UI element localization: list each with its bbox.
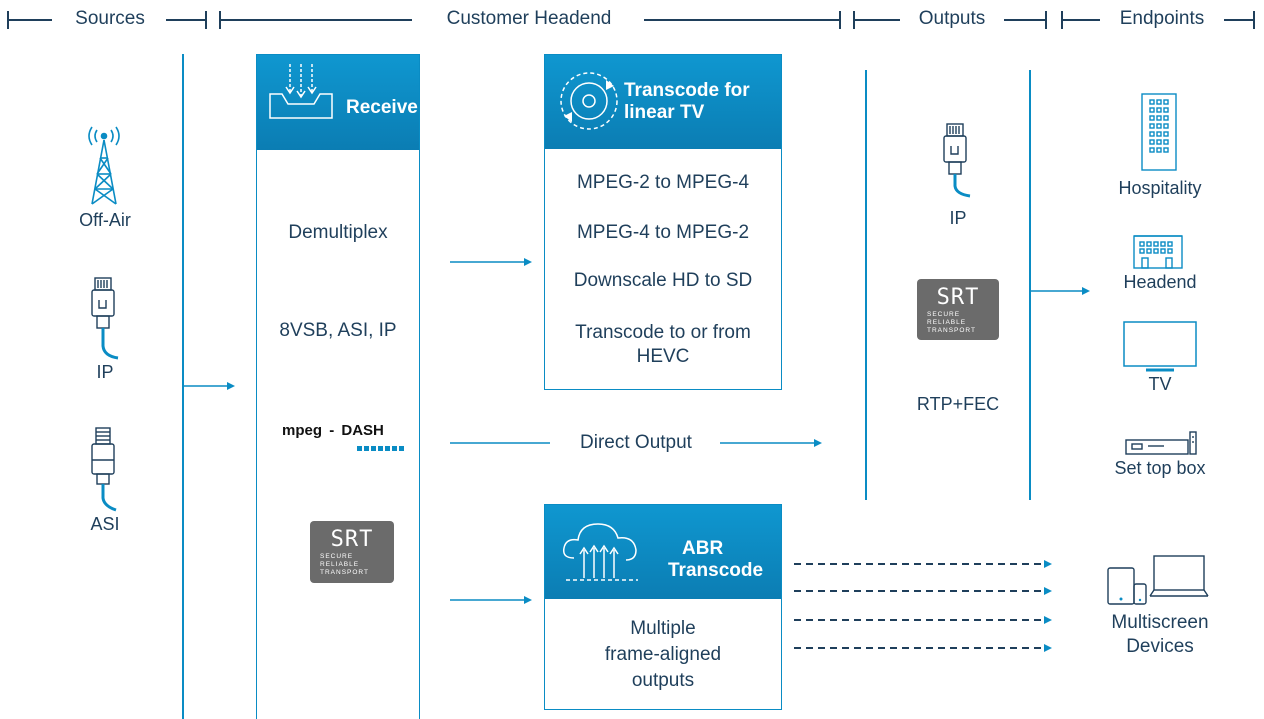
receive-box <box>256 54 420 719</box>
mpeg-dash-dash: DASH <box>341 422 384 439</box>
transcode-item-hevc-line1: Transcode to or from <box>575 322 751 343</box>
srt-logo-output-line2: RELIABLE <box>927 319 967 326</box>
header-outputs: Outputs <box>918 8 986 29</box>
cloud-upload-icon <box>562 523 638 581</box>
direct-output-label: Direct Output <box>580 432 692 453</box>
source-asi-label: ASI <box>90 514 120 534</box>
srt-logo-output: SRT SECURE RELIABLE TRANSPORT <box>917 279 999 340</box>
tv-icon <box>1123 321 1197 372</box>
transcode-item-mpeg4-to-mpeg2: MPEG-4 to MPEG-2 <box>576 222 750 243</box>
srt-logo-output-line3: TRANSPORT <box>927 327 976 334</box>
output-rtp-fec-label: RTP+FEC <box>916 394 1000 414</box>
srt-logo-output-line1: SECURE <box>927 311 961 318</box>
antenna-tower-icon <box>88 126 120 205</box>
endpoint-hospitality-label: Hospitality <box>1118 178 1202 198</box>
abr-title-2: Transcode <box>668 560 764 581</box>
multiscreen-devices-icon <box>1107 555 1209 605</box>
mpeg-dash-dots <box>357 446 404 451</box>
source-ip-label: IP <box>96 362 114 382</box>
mpeg-dash-mpeg: mpeg <box>282 422 323 439</box>
abr-item-2: frame-aligned <box>604 644 722 665</box>
transcode-linear-header <box>545 55 781 149</box>
abr-item-1: Multiple <box>630 618 696 639</box>
header-sources: Sources <box>75 8 145 29</box>
headend-building-icon <box>1133 235 1183 269</box>
sources-to-receive-arrow <box>183 382 235 390</box>
sources-bus-line <box>182 54 184 719</box>
transcode-cycle-icon <box>560 72 618 130</box>
transcode-item-hevc-line2: HEVC <box>636 346 690 367</box>
direct-output-line <box>450 439 822 447</box>
endpoint-multiscreen-label-2: Devices <box>1126 636 1194 657</box>
transcode-item-downscale: Downscale HD to SD <box>573 270 753 291</box>
abr-box <box>544 504 782 710</box>
output-ethernet-icon <box>943 123 971 198</box>
receive-formats: 8VSB, ASI, IP <box>279 320 397 341</box>
abr-item-3: outputs <box>631 670 695 691</box>
source-off-air-label: Off-Air <box>79 210 131 230</box>
mpeg-dash-hyphen: - <box>329 422 335 439</box>
endpoint-multiscreen-label-1: Multiscreen <box>1111 612 1209 633</box>
endpoint-set-top-box-label: Set top box <box>1114 458 1206 478</box>
srt-logo-line3: TRANSPORT <box>320 569 369 576</box>
endpoint-tv-label: TV <box>1148 374 1172 394</box>
srt-logo-text: SRT <box>330 527 374 552</box>
receive-header <box>257 55 419 150</box>
receive-to-abr-arrow <box>450 596 532 604</box>
receive-title: Receive <box>346 97 418 118</box>
inbox-receive-icon <box>269 64 333 119</box>
mpeg-dash-logo: mpeg - DASH <box>282 422 412 452</box>
transcode-item-mpeg2-to-mpeg4: MPEG-2 to MPEG-4 <box>576 172 750 193</box>
asi-connector-icon <box>91 427 117 512</box>
output-ip-label: IP <box>949 208 967 228</box>
srt-logo-output-text: SRT <box>936 285 980 310</box>
abr-multiscreen-arrows <box>794 560 1052 652</box>
srt-logo-line2: RELIABLE <box>320 561 360 568</box>
header-endpoints: Endpoints <box>1119 8 1205 29</box>
srt-logo-line1: SECURE <box>320 553 354 560</box>
transcode-linear-title-1: Transcode for <box>624 80 750 101</box>
transcode-linear-box <box>544 54 782 390</box>
transcode-linear-title-2: linear TV <box>624 102 705 123</box>
header-brackets <box>7 11 1255 29</box>
outputs-to-endpoints-arrow <box>1030 287 1090 295</box>
header-customer-headend: Customer Headend <box>446 8 612 29</box>
abr-title-1: ABR <box>682 538 724 559</box>
srt-logo-receive: SRT SECURE RELIABLE TRANSPORT <box>310 521 394 583</box>
outputs-left-line <box>865 70 867 500</box>
outputs-right-line <box>1029 70 1031 500</box>
endpoint-headend-label: Headend <box>1123 272 1197 292</box>
ethernet-connector-icon <box>91 277 119 360</box>
set-top-box-icon <box>1125 431 1197 455</box>
hotel-building-icon <box>1141 93 1177 171</box>
receive-to-transcode-arrow <box>450 258 532 266</box>
receive-demultiplex: Demultiplex <box>288 222 388 243</box>
